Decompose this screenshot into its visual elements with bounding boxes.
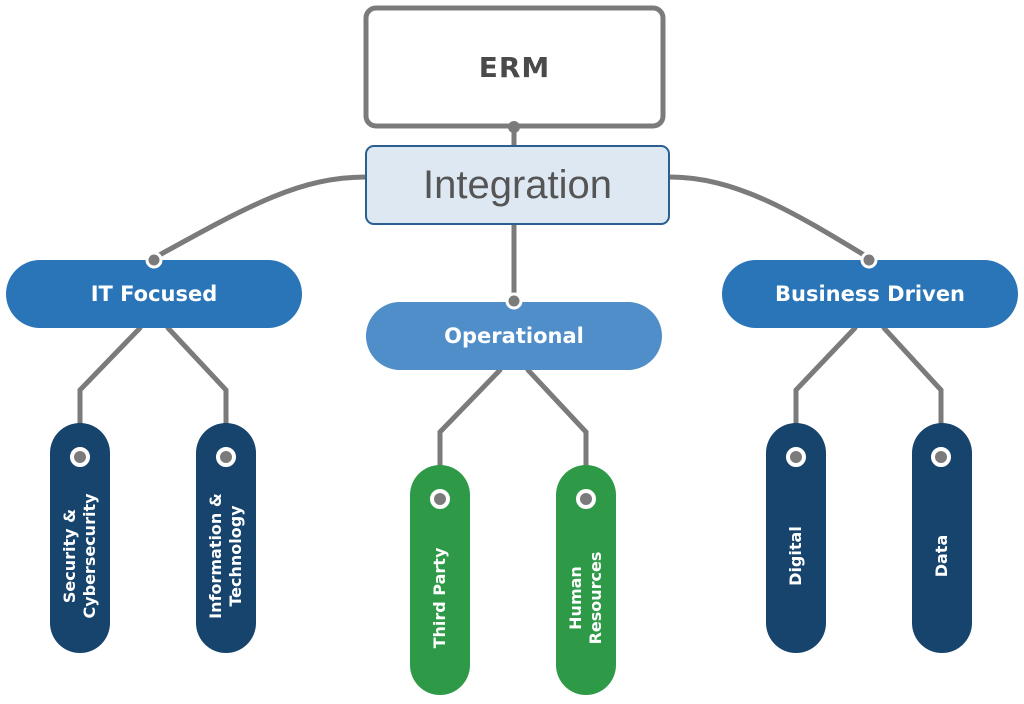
human-resources-pill [556, 465, 616, 695]
digital-label: Digital [786, 526, 805, 586]
connector-integration-it [151, 174, 369, 261]
security-label: Security & Cybersecurity [60, 493, 99, 619]
security-pill [50, 423, 110, 653]
dot-op-top [505, 292, 523, 310]
it-focused-pill [6, 260, 302, 328]
dot-digital [786, 447, 806, 467]
it-focused-label: IT Focused [90, 282, 218, 306]
third-party-pill [410, 465, 470, 695]
connector-op-thirdparty [437, 367, 503, 473]
connector-dots [70, 121, 951, 509]
operational-pill [366, 302, 662, 370]
connector-bd-data [881, 325, 944, 431]
dot-it-top [145, 251, 163, 269]
dot-information [216, 447, 236, 467]
operational-label: Operational [444, 324, 584, 348]
digital-pill [766, 423, 826, 653]
connector-integration-bd [666, 174, 872, 261]
dot-bd-top [860, 251, 878, 269]
dot-third-party [430, 489, 450, 509]
connector-op-hr [525, 367, 589, 473]
business-driven-label: Business Driven [774, 282, 966, 306]
erm-label: ERM [478, 50, 551, 84]
connector-it-information [165, 325, 229, 431]
integration-label: Integration [422, 162, 613, 207]
dot-security [70, 447, 90, 467]
connector-bd-digital [793, 325, 858, 431]
third-party-label: Third Party [430, 547, 449, 649]
information-label: Information & Technology [206, 493, 245, 619]
dot-data [931, 447, 951, 467]
data-label: Data [932, 534, 951, 578]
human-resources-label: Human Resources [566, 551, 605, 645]
information-pill [196, 423, 256, 653]
data-pill [912, 423, 972, 653]
integration-box [365, 145, 670, 225]
dot-erm-bottom [508, 121, 520, 133]
connector-it-security [77, 325, 143, 431]
connectors [77, 124, 944, 473]
dot-human-resources [576, 489, 596, 509]
business-driven-pill [722, 260, 1018, 328]
